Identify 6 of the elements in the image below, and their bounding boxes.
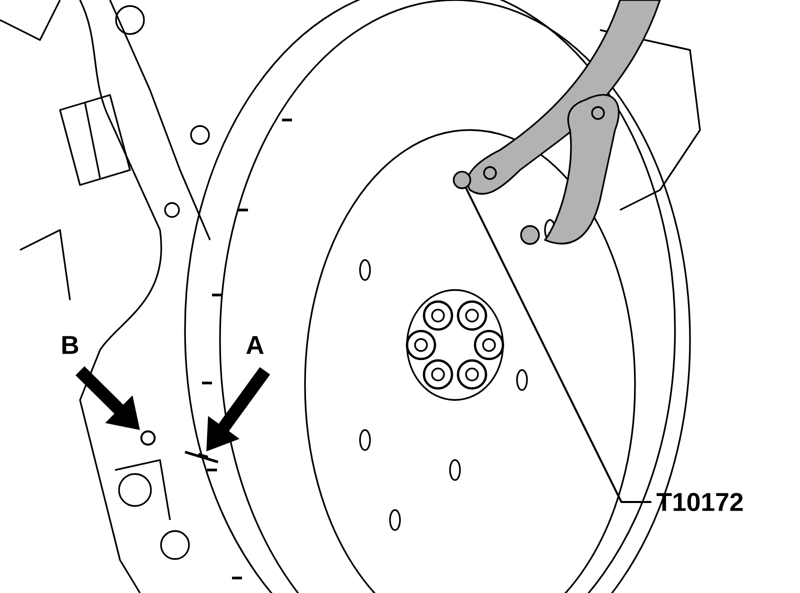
hole [140, 430, 156, 446]
callout-letter: B [62, 336, 78, 354]
tool-drawing [452, 0, 661, 245]
leader-line [465, 188, 652, 503]
callout-letter: A [246, 336, 264, 354]
timing-mark [198, 452, 208, 460]
